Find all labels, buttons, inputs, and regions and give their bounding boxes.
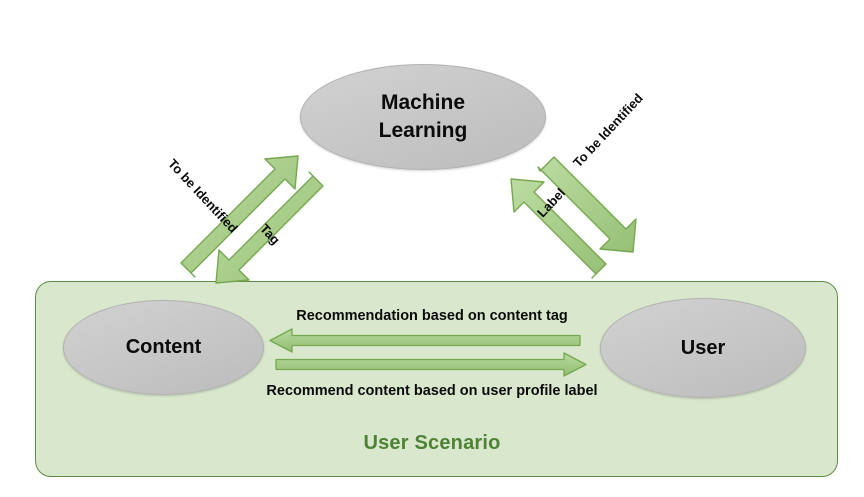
- node-user-label: User: [680, 336, 726, 359]
- node-machine-learning-line2: Learning: [378, 119, 468, 142]
- arrow-label-recommend-user-profile-label: Recommend content based on user profile …: [266, 383, 598, 399]
- arrow-label-left-tag: Tag: [257, 221, 284, 248]
- arrow-label-recommendation-content-tag: Recommendation based on content tag: [296, 308, 568, 324]
- node-machine-learning[interactable]: Machine Learning: [300, 64, 546, 170]
- user-scenario-label: User Scenario: [363, 432, 501, 454]
- arrow-label-right-label: Label: [534, 185, 569, 221]
- node-content[interactable]: Content: [63, 300, 264, 395]
- arrow-left-to-be-identified: [180, 155, 299, 278]
- arrow-label-left-to-be-identified: To be Identified: [165, 156, 241, 236]
- node-content-label: Content: [125, 336, 202, 359]
- arrow-label-right-to-be-identified: To be Identified: [570, 90, 646, 171]
- node-machine-learning-line1: Machine: [380, 91, 466, 115]
- node-user[interactable]: User: [600, 298, 806, 398]
